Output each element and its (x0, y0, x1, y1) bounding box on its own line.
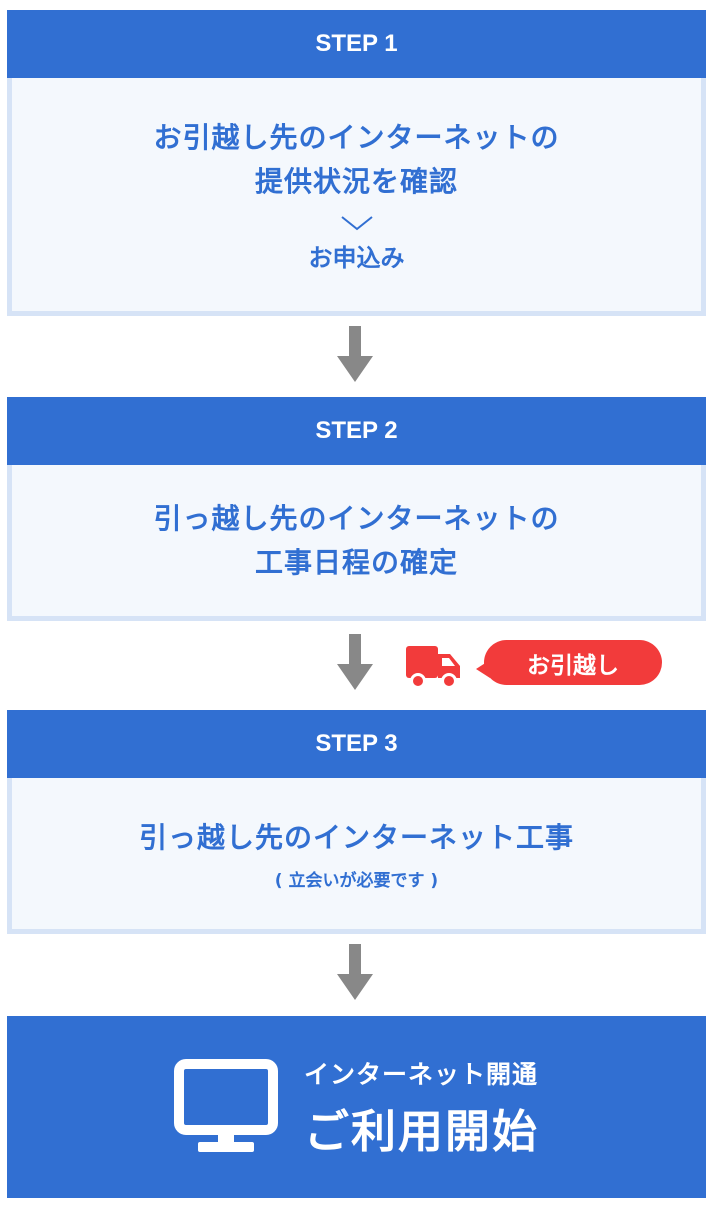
step-3-body: 引っ越し先のインターネット工事 ( 立会いが必要です ) (7, 778, 706, 934)
step-1: STEP 1 お引越し先のインターネットの 提供状況を確認 お申込み (7, 10, 706, 316)
service-start-text: インターネット開通 ご利用開始 (304, 1055, 539, 1160)
step-2-body: 引っ越し先のインターネットの 工事日程の確定 (7, 465, 706, 621)
step-3-note: ( 立会いが必要です ) (274, 871, 439, 891)
step-1-body: お引越し先のインターネットの 提供状況を確認 お申込み (7, 78, 706, 316)
service-start-box: インターネット開通 ご利用開始 (7, 1016, 706, 1198)
monitor-icon (173, 1059, 278, 1152)
step-2: STEP 2 引っ越し先のインターネットの 工事日程の確定 (7, 397, 706, 621)
down-arrow-icon (337, 326, 373, 382)
step-3: STEP 3 引っ越し先のインターネット工事 ( 立会いが必要です ) (7, 710, 706, 934)
service-start-title: ご利用開始 (303, 1104, 539, 1158)
step-1-label: STEP 1 (7, 10, 706, 78)
step-1-title: お引越し先のインターネットの 提供状況を確認 (153, 121, 560, 198)
moving-badge: お引越し (404, 638, 666, 694)
chevron-down-icon (340, 216, 373, 231)
moving-badge-label: お引越し (484, 640, 662, 685)
down-arrow-icon (337, 634, 373, 690)
step-2-title: 引っ越し先のインターネットの 工事日程の確定 (153, 501, 560, 579)
step-3-label: STEP 3 (7, 710, 706, 778)
step-1-sub-action: お申込み (308, 244, 405, 272)
truck-icon (406, 646, 460, 689)
service-start-subtitle: インターネット開通 (303, 1059, 538, 1089)
step-2-label: STEP 2 (7, 397, 706, 465)
step-3-title: 引っ越し先のインターネット工事 (138, 821, 574, 854)
down-arrow-icon (337, 944, 373, 1000)
